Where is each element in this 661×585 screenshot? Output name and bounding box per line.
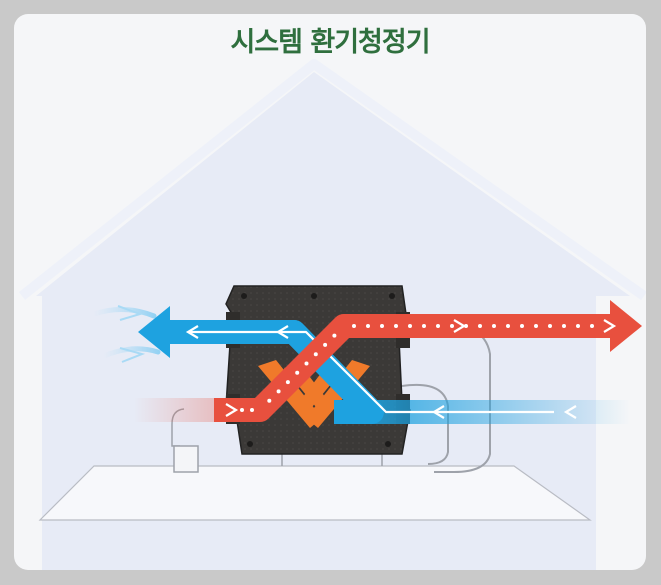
airflow-dot xyxy=(267,398,272,403)
airflow-dot xyxy=(450,324,454,328)
airflow-dot xyxy=(313,352,318,357)
exhaust-air-arrow-icon xyxy=(138,306,630,424)
airflow-dot xyxy=(332,333,337,338)
airflow-dot xyxy=(285,380,290,385)
ventilation-diagram xyxy=(18,59,646,570)
diagram-card: 시스템 환기청정기 xyxy=(14,14,646,570)
airflow-dot xyxy=(506,324,510,328)
airflow-dot xyxy=(436,324,440,328)
airflow-wisps-icon xyxy=(91,305,161,363)
airflow-dot xyxy=(380,324,384,328)
airflow-dot xyxy=(478,324,482,328)
diagram-title: 시스템 환기청정기 xyxy=(230,27,430,58)
airflow-dot xyxy=(295,370,300,375)
floor-platform xyxy=(38,465,592,521)
supply-chevrons xyxy=(225,319,617,417)
airflow-dot xyxy=(590,324,594,328)
airflow-dot xyxy=(394,324,398,328)
drain-box xyxy=(173,445,199,473)
airflow-dot xyxy=(240,408,244,412)
airflow-dot xyxy=(576,324,580,328)
airflow-dot xyxy=(250,408,254,412)
airflow-dot xyxy=(323,342,328,347)
airflow-dot xyxy=(366,324,370,328)
airflow-dot xyxy=(422,324,426,328)
airflow-dot xyxy=(352,324,356,328)
airflow-dot xyxy=(408,324,412,328)
airflow-dot xyxy=(276,389,281,394)
airflow-dot xyxy=(520,324,524,328)
airflow-dot xyxy=(492,324,496,328)
airflow-dot xyxy=(548,324,552,328)
airflow-dot xyxy=(304,361,309,366)
airflow-dot xyxy=(562,324,566,328)
airflow-dot xyxy=(534,324,538,328)
supply-air-dots xyxy=(240,324,594,412)
